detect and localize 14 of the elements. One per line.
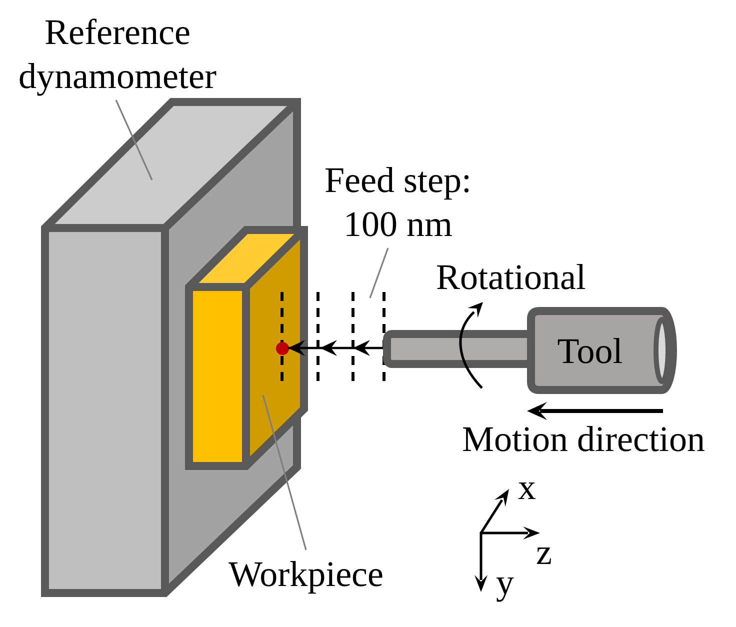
leader-line (115, 100, 153, 180)
rotation-label: Rotational (436, 259, 586, 295)
feed-arrow (288, 340, 383, 356)
part-label: Reference dynamometer (10, 10, 225, 98)
dot-icon (276, 342, 288, 354)
part-label: Workpiece (216, 552, 396, 596)
part-label: Tool (556, 331, 624, 371)
motion-label: Motion direction (462, 421, 705, 457)
part-label: Feed step: 100 nm (308, 158, 488, 246)
leader-line (369, 248, 389, 298)
axis-label: z (536, 534, 552, 570)
axis-label: x (518, 469, 536, 505)
axis-label: y (496, 564, 514, 600)
leader-line (262, 394, 307, 550)
